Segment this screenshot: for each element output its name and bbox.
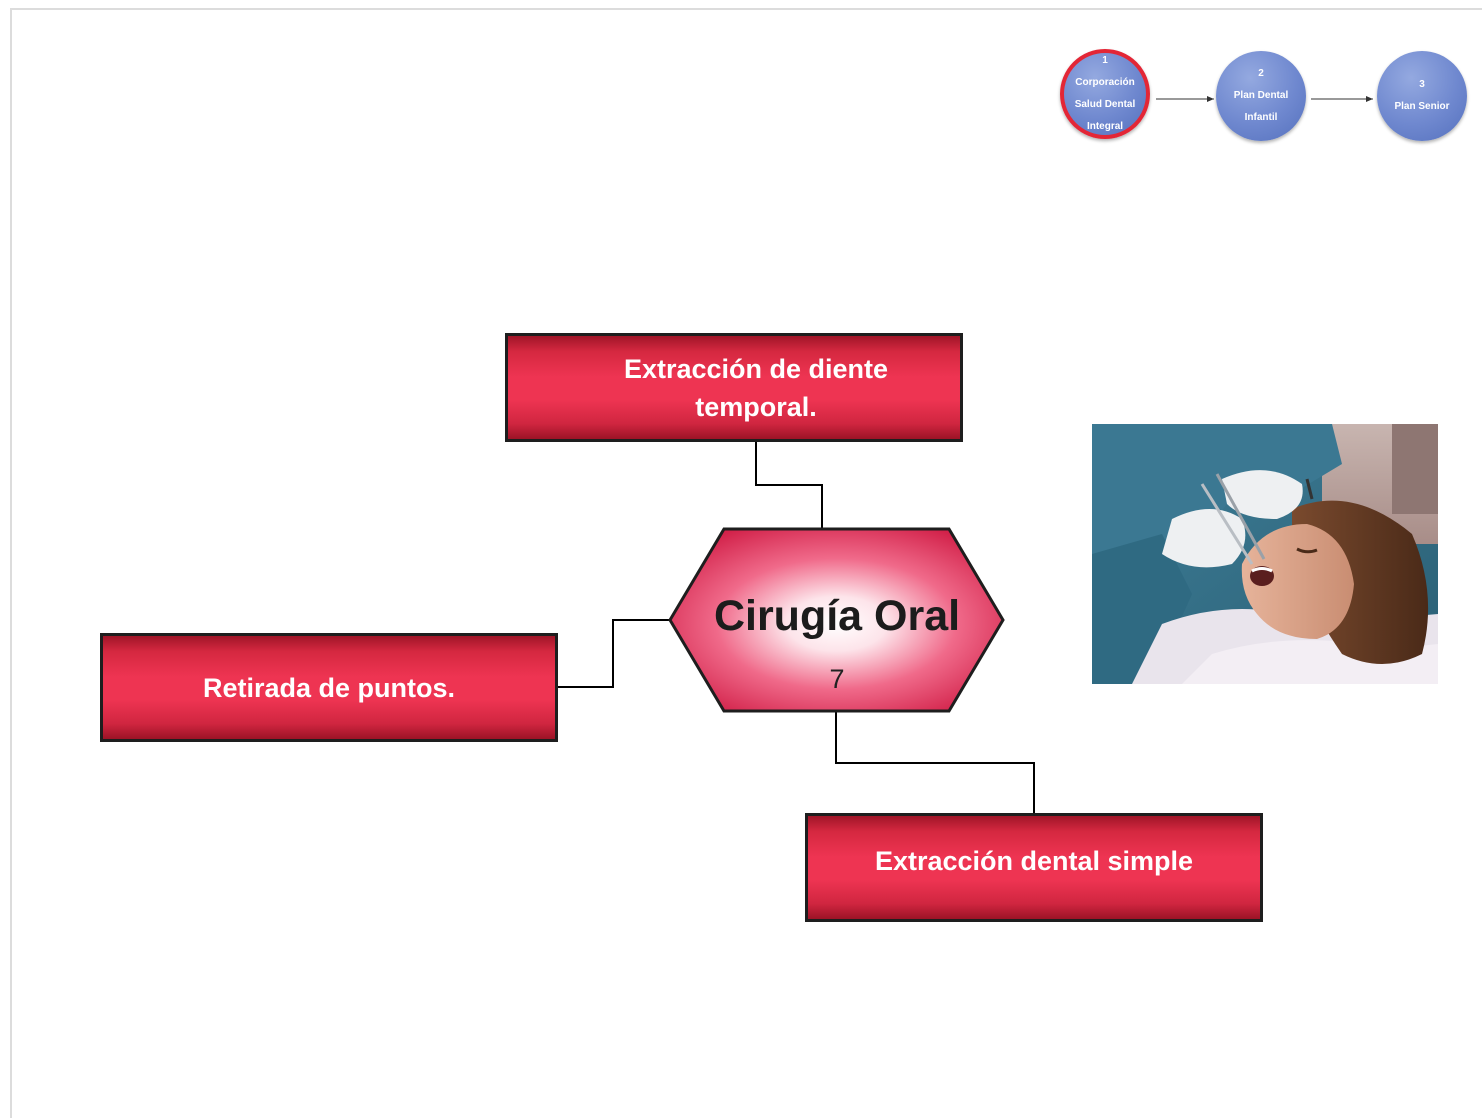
box-extraccion-dental-simple: Extracción dental simple: [805, 813, 1263, 922]
nav-step-2-line-2: Infantil: [1244, 112, 1278, 123]
nav-step-3-number: 3: [1419, 79, 1425, 90]
nav-step-3-plan-senior[interactable]: 3 Plan Senior: [1377, 51, 1467, 141]
box-top-line-1: Extracción de diente: [623, 353, 889, 384]
box-extraccion-diente-temporal: Extracción de diente temporal.: [505, 333, 963, 442]
center-title: Cirugía Oral: [713, 592, 961, 640]
nav-step-2-number: 2: [1258, 68, 1264, 79]
box-top-line-2: temporal.: [695, 391, 817, 422]
box-left-line-1: Retirada de puntos.: [202, 672, 456, 703]
dental-photo: [1092, 424, 1438, 684]
box-retirada-de-puntos: Retirada de puntos.: [100, 633, 558, 742]
nav-step-1-corporacion[interactable]: 1 Corporación Salud Dental Integral: [1060, 49, 1150, 139]
nav-step-1-line-2: Salud Dental: [1074, 99, 1136, 110]
nav-step-1-line-3: Integral: [1086, 121, 1124, 132]
nav-step-2-plan-dental-infantil[interactable]: 2 Plan Dental Infantil: [1216, 51, 1306, 141]
nav-step-1-line-1: Corporación: [1075, 77, 1135, 88]
nav-step-1-number: 1: [1102, 55, 1108, 66]
box-bottom-line-1: Extracción dental simple: [874, 846, 1194, 876]
center-count: 7: [829, 664, 845, 694]
nav-step-2-line-1: Plan Dental: [1233, 90, 1289, 101]
slide-frame: [10, 8, 1482, 1118]
nav-step-3-line-1: Plan Senior: [1394, 101, 1450, 112]
